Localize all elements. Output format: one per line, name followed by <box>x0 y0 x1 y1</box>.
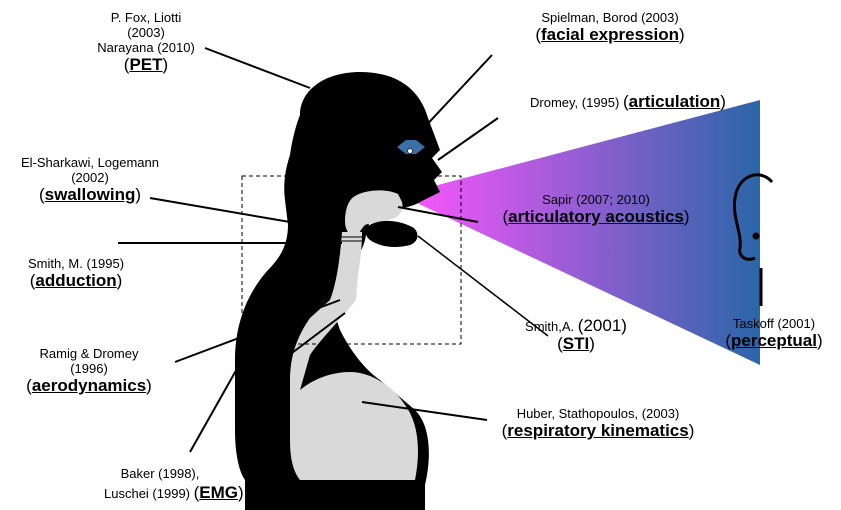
label-pet-citation-1: P. Fox, Liotti <box>80 10 212 25</box>
label-pet-citation-3: Narayana (2010) <box>80 40 212 55</box>
label-swallowing-citation-1: El-Sharkawi, Logemann <box>6 155 174 170</box>
label-articulation-keyword-wrap: (articulation) <box>623 92 726 111</box>
label-facial-citation: Spielman, Borod (2003) <box>500 10 720 25</box>
label-aerodynamics-keyword: aerodynamics <box>32 376 146 395</box>
tongue <box>366 221 418 247</box>
label-sti: Smith,A. (2001) (STI) <box>522 318 630 354</box>
label-emg-citation-2: Luschei (1999) <box>104 486 190 501</box>
label-respiratory-keyword-wrap: (respiratory kinematics) <box>472 421 724 441</box>
label-acoustics-citation: Sapir (2007; 2010) <box>478 192 714 207</box>
label-adduction: Smith, M. (1995) (adduction) <box>6 256 146 291</box>
label-respiratory-keyword: respiratory kinematics <box>507 421 688 440</box>
label-adduction-keyword-wrap: (adduction) <box>6 271 146 291</box>
ear-canal-icon <box>753 233 760 240</box>
label-emg: Baker (1998), Luschei (1999) (EMG) <box>104 466 216 503</box>
label-aerodynamics: Ramig & Dromey (1996) (aerodynamics) <box>4 346 174 396</box>
label-facial-keyword-wrap: (facial expression) <box>500 25 720 45</box>
label-pet-citation-2: (2003) <box>80 25 212 40</box>
label-sti-year: (2001) <box>578 316 627 335</box>
label-sti-citation-wrap: Smith,A. (2001) <box>522 318 630 334</box>
label-respiratory: Huber, Stathopoulos, (2003) (respiratory… <box>472 406 724 441</box>
label-acoustics-keyword: articulatory acoustics <box>508 207 684 226</box>
label-emg-citation-2-wrap: Luschei (1999) (EMG) <box>104 483 216 503</box>
leader-pet <box>205 48 310 88</box>
label-articulation: Dromey, (1995) (articulation) <box>530 92 782 112</box>
label-sti-citation: Smith,A. <box>525 319 574 334</box>
label-sti-keyword-wrap: (STI) <box>522 334 630 354</box>
label-perceptual-citation: Taskoff (2001) <box>712 316 836 331</box>
label-perceptual-keyword: perceptual <box>731 331 817 350</box>
label-pet: P. Fox, Liotti (2003) Narayana (2010) (P… <box>80 10 212 75</box>
label-sti-keyword: STI <box>563 334 589 353</box>
label-facial: Spielman, Borod (2003) (facial expressio… <box>500 10 720 45</box>
label-acoustics-keyword-wrap: (articulatory acoustics) <box>478 207 714 227</box>
label-pet-keyword: PET <box>129 55 162 74</box>
label-emg-keyword-wrap: (EMG) <box>194 483 244 502</box>
label-emg-citation-1: Baker (1998), <box>104 466 216 481</box>
pupil-icon <box>408 149 413 154</box>
label-swallowing-keyword-wrap: (swallowing) <box>6 185 174 205</box>
label-pet-keyword-wrap: (PET) <box>80 55 212 75</box>
label-aerodynamics-keyword-wrap: (aerodynamics) <box>4 376 174 396</box>
label-perceptual-keyword-wrap: (perceptual) <box>712 331 836 351</box>
label-adduction-citation: Smith, M. (1995) <box>6 256 146 271</box>
label-perceptual: Taskoff (2001) (perceptual) <box>712 316 836 351</box>
label-swallowing-keyword: swallowing <box>45 185 136 204</box>
label-swallowing: El-Sharkawi, Logemann (2002) (swallowing… <box>6 155 174 205</box>
leader-articulation <box>438 118 498 160</box>
leader-facial <box>420 55 492 132</box>
label-adduction-keyword: adduction <box>35 271 116 290</box>
label-facial-keyword: facial expression <box>541 25 679 44</box>
label-emg-keyword: EMG <box>199 483 238 502</box>
label-respiratory-citation: Huber, Stathopoulos, (2003) <box>472 406 724 421</box>
label-aerodynamics-citation-2: (1996) <box>4 361 174 376</box>
label-swallowing-citation-2: (2002) <box>6 170 174 185</box>
label-acoustics: Sapir (2007; 2010) (articulatory acousti… <box>478 192 714 227</box>
label-articulation-keyword: articulation <box>629 92 721 111</box>
label-aerodynamics-citation-1: Ramig & Dromey <box>4 346 174 361</box>
label-articulation-citation: Dromey, (1995) <box>530 95 619 110</box>
